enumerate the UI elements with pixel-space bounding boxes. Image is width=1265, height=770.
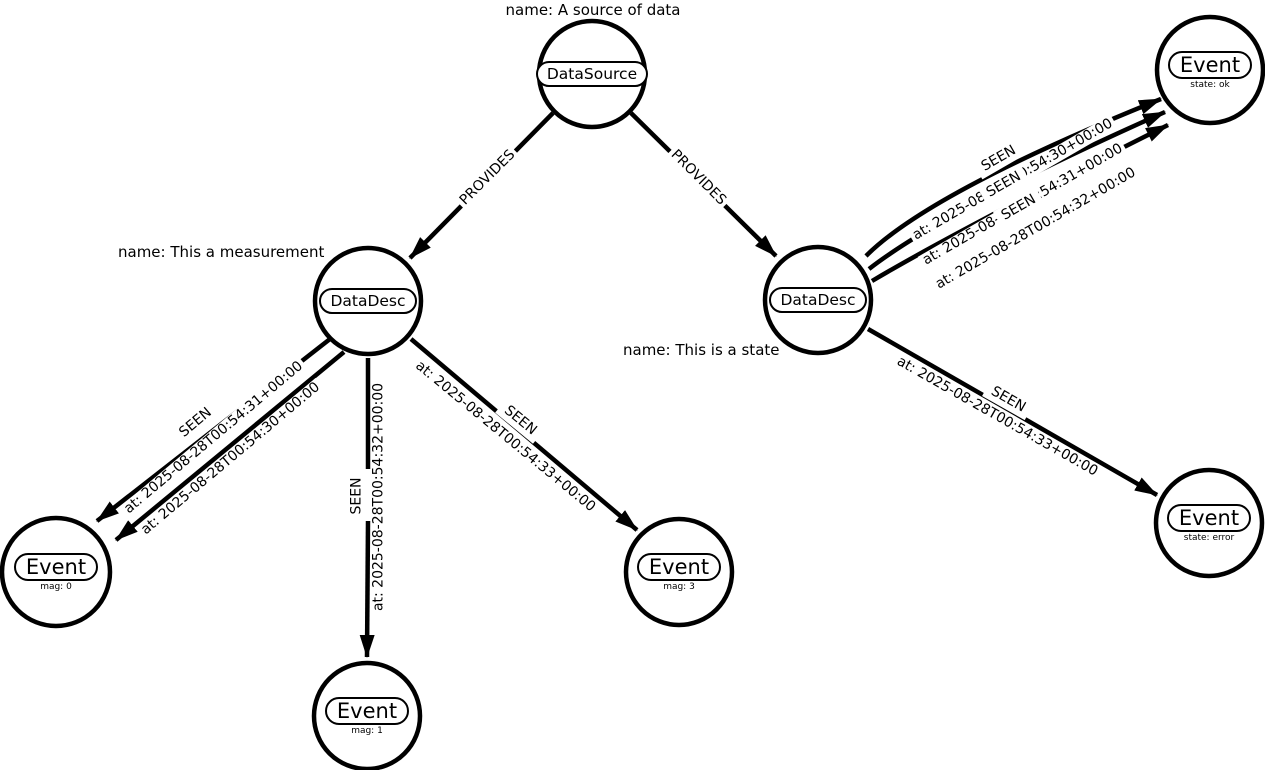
caption-datadesc-measure: name: This a measurement <box>118 243 325 261</box>
node-label-event-state-ok: Event <box>1167 50 1253 79</box>
edge-seen-mag1-lower <box>359 520 375 658</box>
node-sublabel-event-state-error: state: error <box>1183 532 1235 543</box>
node-label-event-mag0: Event <box>13 552 99 581</box>
edge-label-seen-mag1: SEEN <box>347 471 367 521</box>
caption-datasource: name: A source of data <box>505 1 681 19</box>
node-label-event-mag1: Event <box>324 696 410 725</box>
node-label-datadesc-state: DataDesc <box>769 287 867 313</box>
node-label-datadesc-measure: DataDesc <box>319 288 417 314</box>
node-event-mag0: Event mag: 0 <box>0 516 112 628</box>
edge-label-at-mag1: at: 2025-08-28T00:54:32+00:00 <box>370 379 387 615</box>
node-sublabel-event-mag0: mag: 0 <box>40 581 72 592</box>
node-sublabel-event-state-ok: state: ok <box>1190 79 1230 90</box>
node-label-datasource: DataSource <box>535 61 649 87</box>
node-sublabel-event-mag1: mag: 1 <box>351 725 383 736</box>
caption-datadesc-state: name: This is a state <box>623 341 780 359</box>
node-event-mag1: Event mag: 1 <box>311 660 423 770</box>
node-label-event-state-error: Event <box>1166 503 1252 532</box>
node-datadesc-state: DataDesc <box>762 244 874 356</box>
node-label-event-mag3: Event <box>636 552 722 581</box>
node-datadesc-measure: DataDesc <box>312 245 424 357</box>
node-event-mag3: Event mag: 3 <box>623 516 735 628</box>
node-datasource: DataSource <box>535 18 649 130</box>
node-sublabel-event-mag3: mag: 3 <box>663 581 695 592</box>
node-event-state-ok: Event state: ok <box>1154 14 1265 126</box>
node-event-state-error: Event state: error <box>1153 467 1265 579</box>
